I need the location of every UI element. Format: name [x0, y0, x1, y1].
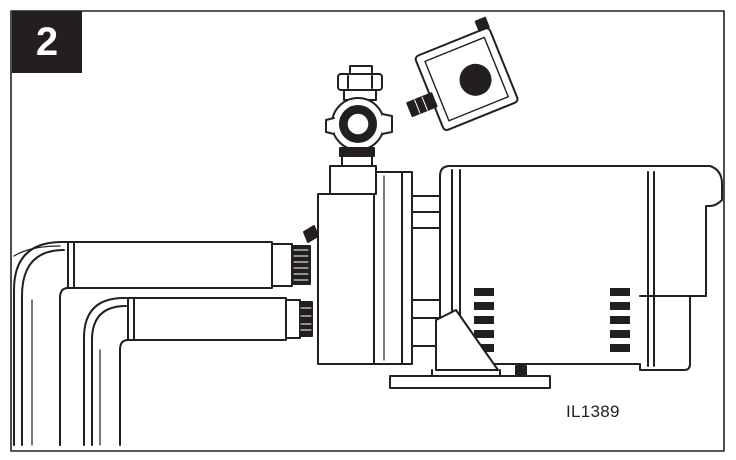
motor [439, 165, 723, 371]
pressure-switch [406, 16, 519, 131]
suction-pipe-upper [13, 241, 311, 446]
valve-fitting [325, 65, 393, 167]
pump-base [389, 309, 551, 389]
suction-pipe-lower [83, 297, 313, 446]
figure-border [10, 10, 725, 452]
pump-housing [303, 165, 413, 365]
step-number-badge: 2 [12, 11, 82, 73]
figure-id-label: IL1389 [566, 402, 620, 421]
